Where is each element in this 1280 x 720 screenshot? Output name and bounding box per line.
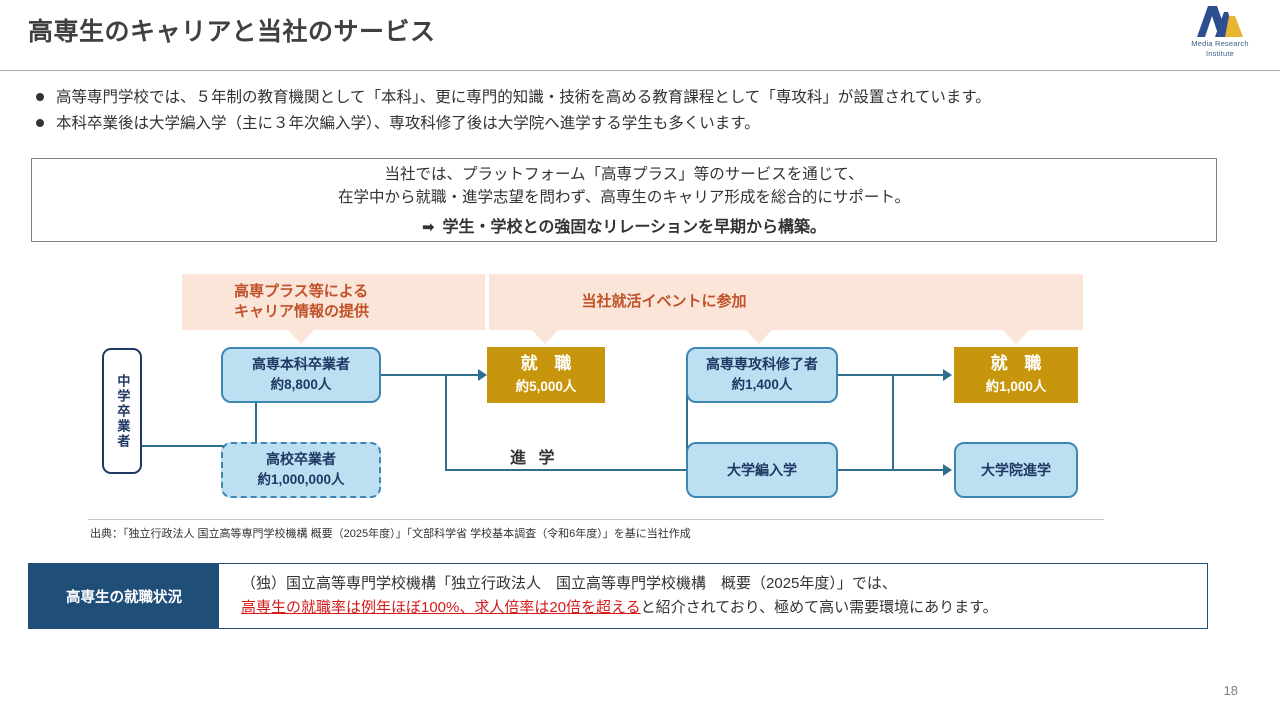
- statement-line-2: 在学中から就職・進学志望を問わず、高専生のキャリア形成を総合的にサポート。: [337, 189, 911, 206]
- statement-line-1: 当社では、プラットフォーム「高専プラス」等のサービスを通じて、: [384, 165, 864, 183]
- logo-mark-icon: [1197, 6, 1243, 37]
- node-kosen-advanced-title: 高専専攻科修了者: [706, 356, 818, 373]
- arrowhead-to-graduate-school: [943, 464, 952, 476]
- right-arrow-icon: ➡: [421, 219, 435, 237]
- node-employment-2-count: 約1,000人: [985, 379, 1047, 395]
- bullet-text-1: 高等専門学校では、５年制の教育機関として「本科」、更に専門的知識・技術を高める教…: [56, 89, 991, 106]
- connector-junior-high-out: [142, 445, 257, 447]
- node-employment-kosen-main: 就 職 約5,000人: [487, 347, 605, 403]
- node-university-transfer: 大学編入学: [686, 442, 838, 498]
- node-kosen-advanced-graduates: 高専専攻科修了者 約1,400人: [686, 347, 838, 403]
- arrowhead-to-employment-1: [478, 369, 487, 381]
- bullet-item-1: 高等専門学校では、５年制の教育機関として「本科」、更に専門的知識・技術を高める教…: [36, 86, 1256, 110]
- node-junior-high-graduates: 中学卒業者: [102, 348, 142, 474]
- connector-kosen-to-employment: [380, 374, 482, 376]
- connector-kosen-to-shingaku-drop: [445, 374, 447, 469]
- statement-box: 当社では、プラットフォーム「高専プラス」等のサービスを通じて、 在学中から就職・…: [31, 158, 1217, 242]
- callout-line-1: （独）国立高等専門学校機構「独立行政法人 国立高等専門学校機構 概要（2025年…: [241, 575, 897, 592]
- callout-label: 高専生の就職状況: [29, 564, 219, 628]
- node-kosen-main-count: 約8,800人: [270, 377, 332, 393]
- banner-arrow-down-icon-1: [288, 330, 314, 344]
- bullet-dot-icon: [36, 119, 44, 128]
- bullet-item-2: 本科卒業後は大学編入学（主に３年次編入学）、専攻科修了後は大学院へ進学する学生も…: [36, 112, 1256, 136]
- node-graduate-school: 大学院進学: [954, 442, 1078, 498]
- statement-emphasis-text: 学生・学校との強固なリレーションを早期から構築。: [442, 219, 827, 237]
- career-flow-diagram: 高専プラス等による キャリア情報の提供 当社就活イベントに参加 進 学: [0, 262, 1280, 532]
- statement-emphasis: ➡ 学生・学校との強固なリレーションを早期から構築。: [422, 213, 826, 237]
- node-junior-high-label: 中学卒業者: [115, 373, 131, 449]
- source-divider: [88, 519, 1104, 520]
- media-research-institute-logo: Media Research Institute: [1174, 4, 1266, 64]
- header-divider: [0, 70, 1280, 71]
- node-employment-1-count: 約5,000人: [515, 379, 577, 395]
- node-high-school-graduates: 高校卒業者 約1,000,000人: [221, 442, 381, 498]
- banner-career-info-line1: 高専プラス等による: [234, 282, 369, 300]
- banner-job-event: 当社就活イベントに参加: [489, 274, 1083, 330]
- logo-text-line2: Institute: [1205, 49, 1235, 59]
- banner-arrow-down-icon-2: [532, 330, 558, 344]
- node-kosen-advanced-count: 約1,400人: [731, 377, 793, 393]
- connector-shingaku-riser: [686, 374, 688, 471]
- node-graduate-school-title: 大学院進学: [981, 461, 1051, 478]
- arrowhead-to-employment-2: [943, 369, 952, 381]
- node-high-school-title: 高校卒業者: [266, 451, 336, 468]
- bullet-text-2: 本科卒業後は大学編入学（主に３年次編入学）、専攻科修了後は大学院へ進学する学生も…: [56, 115, 760, 133]
- node-high-school-count: 約1,000,000人: [257, 472, 345, 488]
- banner-arrow-down-icon-3: [746, 330, 772, 344]
- connector-to-kosen-riser: [255, 374, 257, 447]
- logo-text-line1: Media Research: [1191, 39, 1249, 48]
- callout-body: （独）国立高等専門学校機構「独立行政法人 国立高等専門学校機構 概要（2025年…: [219, 564, 1207, 628]
- node-kosen-main-title: 高専本科卒業者: [252, 356, 350, 373]
- connector-right-junction: [892, 374, 894, 471]
- page-number: 18: [1223, 683, 1238, 698]
- banner-career-info-label: 高専プラス等による キャリア情報の提供: [182, 282, 369, 323]
- source-note: 出典：「独立行政法人 国立高等専門学校機構 概要（2025年度）」「文部科学省 …: [90, 528, 691, 540]
- node-kosen-main-graduates: 高専本科卒業者 約8,800人: [221, 347, 381, 403]
- callout-line-2: 高専生の就職率は例年ほぼ100%、求人倍率は20倍を超えると紹介されており、極め…: [241, 596, 1197, 620]
- callout-highlight-text: 高専生の就職率は例年ほぼ100%、求人倍率は20倍を超える: [241, 599, 641, 616]
- banner-career-info-line2: キャリア情報の提供: [234, 303, 370, 320]
- callout-box: 高専生の就職状況 （独）国立高等専門学校機構「独立行政法人 国立高等専門学校機構…: [28, 563, 1208, 629]
- node-university-transfer-title: 大学編入学: [727, 461, 797, 478]
- node-employment-1-title: 就 職: [520, 354, 578, 374]
- bullet-list: 高等専門学校では、５年制の教育機関として「本科」、更に専門的知識・技術を高める教…: [36, 86, 1256, 138]
- node-employment-2-title: 就 職: [990, 354, 1048, 374]
- banner-arrow-down-icon-4: [1003, 330, 1029, 344]
- banner-job-event-label: 当社就活イベントに参加: [581, 292, 747, 310]
- node-employment-kosen-advanced: 就 職 約1,000人: [954, 347, 1078, 403]
- page-title: 高専生のキャリアと当社のサービス: [28, 18, 436, 46]
- flow-label-shingaku: 進 学: [510, 450, 559, 467]
- connector-shingaku-line: [445, 469, 688, 471]
- banner-career-info: 高専プラス等による キャリア情報の提供: [182, 274, 485, 330]
- callout-line-2-rest: と紹介されており、極めて高い需要環境にあります。: [640, 599, 998, 616]
- bullet-dot-icon: [36, 93, 44, 101]
